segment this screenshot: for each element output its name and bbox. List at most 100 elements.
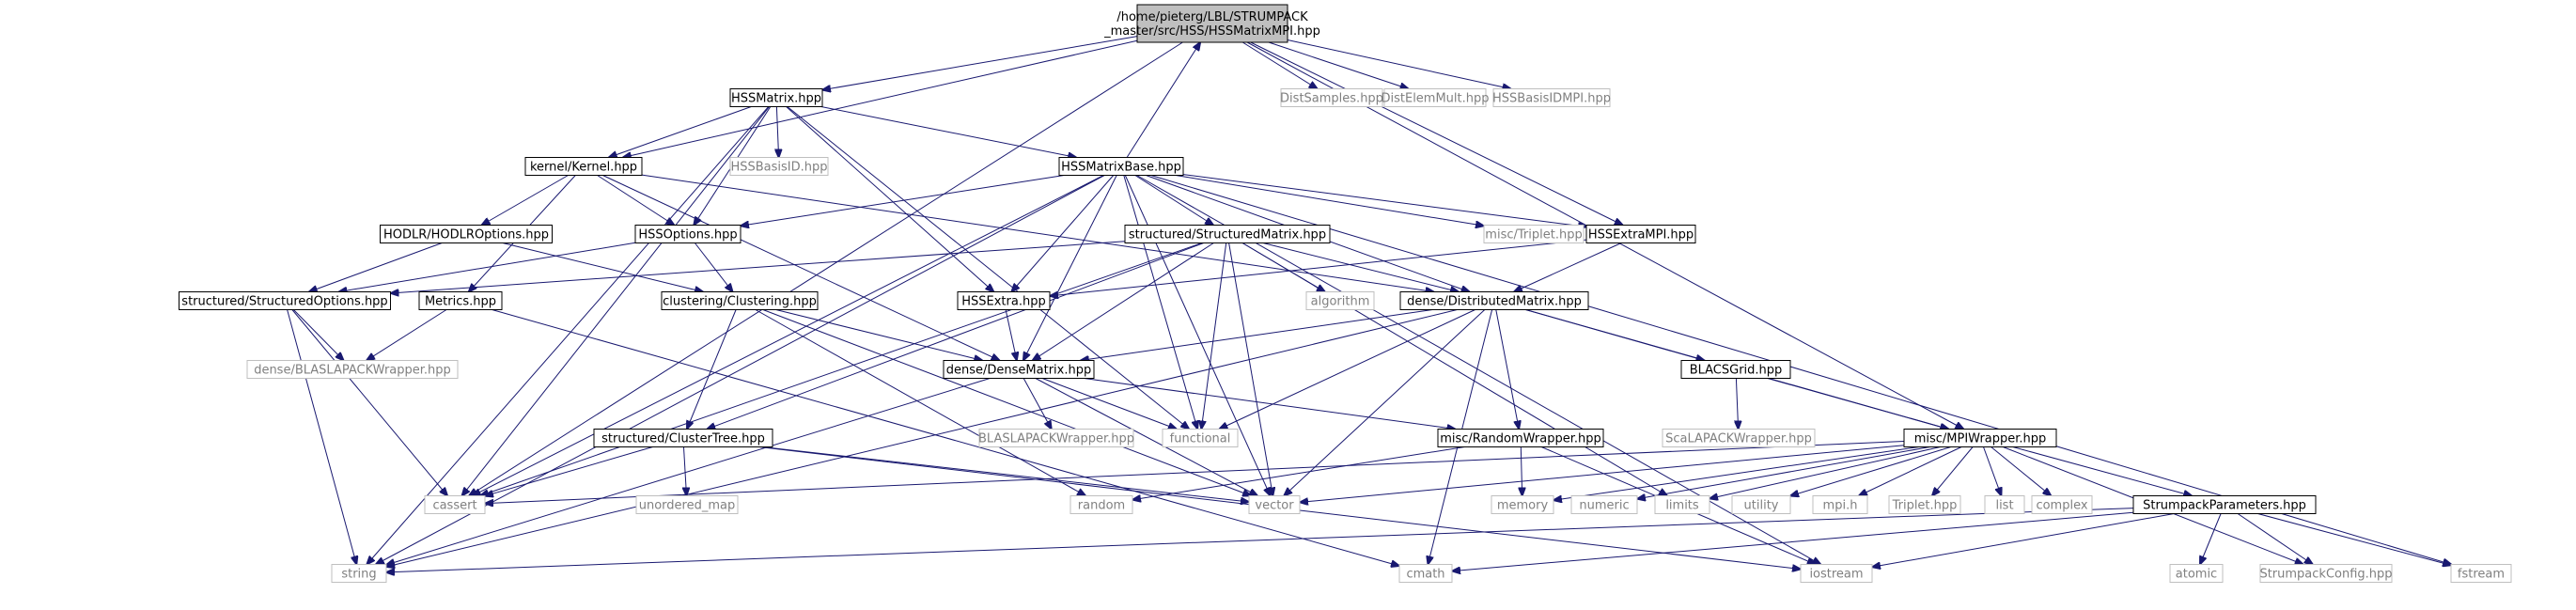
edge-hssoptions-to-clustering <box>695 242 732 292</box>
node-label-vector: vector <box>1255 499 1294 513</box>
node-label-random: random <box>1078 499 1125 513</box>
edge-mpiwrapper-to-memory <box>1553 446 1919 501</box>
node-label-root-0: /home/pieterg/LBL/STRUMPACK <box>1116 10 1308 24</box>
node-box-limits <box>1654 495 1710 514</box>
node-box-distsamples <box>1280 88 1383 107</box>
node-fstream: fstream <box>2450 564 2512 583</box>
node-metrics[interactable]: Metrics.hpp <box>418 291 503 310</box>
node-numeric: numeric <box>1570 495 1638 514</box>
node-algorithm: algorithm <box>1305 291 1375 310</box>
node-label-clustertree: structured/ClusterTree.hpp <box>601 432 765 446</box>
node-hssoptions[interactable]: HSSOptions.hpp <box>634 225 742 243</box>
node-box-strumpackparameters <box>2132 495 2317 514</box>
edge-hssmatrix-to-kernel <box>609 106 752 158</box>
node-hssmatrix[interactable]: HSSMatrix.hpp <box>729 88 823 107</box>
node-atomic: atomic <box>2169 564 2224 583</box>
node-blaslapackwrapper: BLASLAPACKWrapper.hpp <box>978 429 1134 447</box>
edge-hssmatrix-to-hssextra <box>786 106 994 292</box>
edge-strumpackparameters-to-atomic <box>2200 513 2222 565</box>
node-complex: complex <box>2031 495 2093 514</box>
node-kernel[interactable]: kernel/Kernel.hpp <box>524 157 643 176</box>
edge-hssoptions-to-structuredoptions <box>338 242 636 291</box>
edge-strumpackparameters-to-iostream <box>1872 513 2175 568</box>
node-label-hssbasisidmpi: HSSBasisIDMPI.hpp <box>1492 92 1611 106</box>
edge-clustertree-to-unordered_map <box>684 446 687 496</box>
node-string: string <box>331 564 387 583</box>
node-clustering[interactable]: clustering/Clustering.hpp <box>661 291 819 310</box>
node-box-list <box>1984 495 2025 514</box>
edge-hssextra-to-densematrix <box>1005 309 1017 361</box>
node-label-unordered_map: unordered_map <box>639 499 736 513</box>
node-list: list <box>1984 495 2025 514</box>
node-randomwrapper[interactable]: misc/RandomWrapper.hpp <box>1437 429 1604 447</box>
node-distributedmatrix[interactable]: dense/DistributedMatrix.hpp <box>1399 291 1589 310</box>
edge-densematrix-to-vector <box>1035 378 1257 496</box>
node-box-clustering <box>661 291 819 310</box>
node-box-hssextra <box>957 291 1051 310</box>
node-label-limits: limits <box>1665 499 1699 513</box>
node-mpiwrapper[interactable]: misc/MPIWrapper.hpp <box>1903 429 2057 447</box>
node-label-list: list <box>1995 499 2013 513</box>
edge-structuredoptions-to-blaslapackwrapper_d <box>293 309 343 361</box>
node-hssextrampi[interactable]: HSSExtraMPI.hpp <box>1585 225 1696 243</box>
edge-distributedmatrix-to-vector <box>1284 309 1486 496</box>
node-label-kernel: kernel/Kernel.hpp <box>530 161 637 175</box>
node-label-complex: complex <box>2036 499 2087 513</box>
node-box-hodlroptions <box>380 225 553 243</box>
edge-densematrix-to-randomwrapper <box>1084 378 1456 430</box>
node-hssbasisid: HSSBasisID.hpp <box>729 157 829 176</box>
node-label-numeric: numeric <box>1579 499 1629 513</box>
node-box-hssmatrix <box>729 88 823 107</box>
edge-randomwrapper-to-random <box>1132 446 1465 500</box>
node-strumpackconfig: StrumpackConfig.hpp <box>2259 564 2393 583</box>
edge-structuredmatrix-to-distributedmatrix <box>1262 242 1459 292</box>
edge-distributedmatrix-to-randomwrapper <box>1495 309 1519 430</box>
node-hssextra[interactable]: HSSExtra.hpp <box>957 291 1051 310</box>
edge-strumpackparameters-to-strumpackconfig <box>2237 513 2313 565</box>
node-hssmatrixbase[interactable]: HSSMatrixBase.hpp <box>1058 157 1184 176</box>
node-box-complex <box>2031 495 2093 514</box>
node-box-distelemmult <box>1383 88 1487 107</box>
edge-root-to-distelemmult <box>1268 41 1409 89</box>
edge-hssmatrixbase-to-vector <box>1124 175 1270 496</box>
node-blacsgrid[interactable]: BLACSGrid.hpp <box>1680 360 1791 379</box>
node-label-string: string <box>341 568 376 582</box>
node-root[interactable]: /home/pieterg/LBL/STRUMPACK_master/src/H… <box>1103 4 1320 43</box>
node-random: random <box>1069 495 1133 514</box>
node-box-functional <box>1162 429 1239 447</box>
node-strumpackparameters[interactable]: StrumpackParameters.hpp <box>2132 495 2317 514</box>
node-box-memory <box>1491 495 1554 514</box>
node-box-mpiwrapper <box>1903 429 2057 447</box>
node-structuredmatrix[interactable]: structured/StructuredMatrix.hpp <box>1124 225 1331 243</box>
node-densematrix[interactable]: dense/DenseMatrix.hpp <box>943 360 1095 379</box>
edge-hssmatrix-to-cassert <box>462 106 770 496</box>
node-label-blaslapackwrapper: BLASLAPACKWrapper.hpp <box>978 432 1134 446</box>
node-box-hssoptions <box>634 225 742 243</box>
node-hodlroptions[interactable]: HODLR/HODLROptions.hpp <box>380 225 553 243</box>
edge-distributedmatrix-to-string <box>386 309 1458 568</box>
edge-hssmatrixbase-to-densematrix <box>1023 175 1117 361</box>
node-label-memory: memory <box>1497 499 1549 513</box>
node-box-randomwrapper <box>1437 429 1604 447</box>
node-box-densematrix <box>943 360 1095 379</box>
edge-clustertree-to-vector <box>762 446 1249 503</box>
edge-randomwrapper-to-memory <box>1521 446 1522 496</box>
edge-mpiwrapper-to-strumpackparameters <box>2012 446 2192 496</box>
node-label-mpiwrapper: misc/MPIWrapper.hpp <box>1914 432 2047 446</box>
node-box-hssmatrixbase <box>1058 157 1184 176</box>
edge-mpiwrapper-to-vector <box>1300 445 1905 503</box>
node-clustertree[interactable]: structured/ClusterTree.hpp <box>593 429 773 447</box>
node-box-cassert <box>424 495 486 514</box>
node-iostream: iostream <box>1800 564 1873 583</box>
edge-hodlroptions-to-structuredoptions <box>309 242 443 292</box>
node-cmath: cmath <box>1398 564 1453 583</box>
node-structuredoptions[interactable]: structured/StructuredOptions.hpp <box>179 291 391 310</box>
node-utility: utility <box>1731 495 1791 514</box>
edge-kernel-to-hodlroptions <box>482 175 569 226</box>
edge-root-to-hssbasisidmpi <box>1287 39 1511 89</box>
edge-strumpackparameters-to-cmath <box>1452 511 2134 571</box>
edge-hssmatrixbase-to-hssextrampi <box>1182 174 1586 227</box>
node-box-hssbasisid <box>729 157 829 176</box>
edge-mpiwrapper-to-mpih <box>1859 446 1962 496</box>
